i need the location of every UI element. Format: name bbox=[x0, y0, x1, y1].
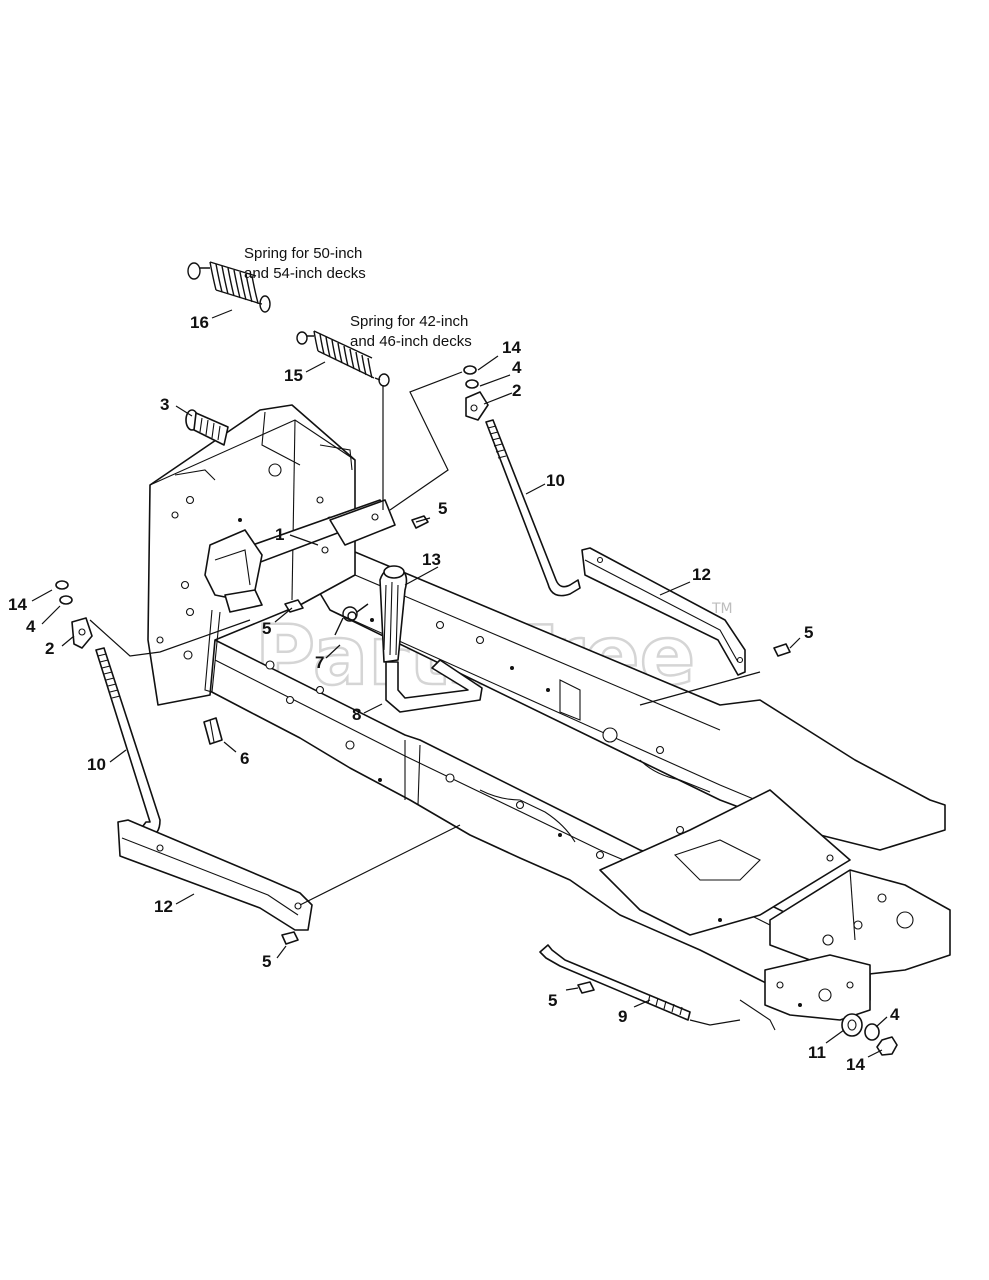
clevis-pins bbox=[281, 515, 791, 994]
spring-large-note-line1: Spring for 50-inch bbox=[244, 245, 362, 262]
part-8-lift-lever bbox=[385, 659, 483, 713]
callout-16: 16 bbox=[190, 313, 209, 332]
callout-4-bottom: 4 bbox=[890, 1005, 900, 1024]
part-10-right-lift-rod bbox=[485, 419, 581, 597]
callout-8: 8 bbox=[352, 705, 361, 724]
part-15-spring-small bbox=[296, 330, 390, 387]
callout-3: 3 bbox=[160, 395, 169, 414]
part-12-right-lift-link bbox=[581, 547, 746, 676]
callout-5-top: 5 bbox=[438, 499, 447, 518]
callout-15: 15 bbox=[284, 366, 303, 385]
callout-13: 13 bbox=[422, 550, 441, 569]
part-10-left-lift-rod bbox=[95, 647, 161, 837]
callout-14-left: 14 bbox=[8, 595, 27, 614]
part-16-spring-large bbox=[187, 261, 271, 313]
part-6-bushing bbox=[203, 717, 223, 745]
spring-notes: Spring for 50-inch and 54-inch decks Spr… bbox=[244, 245, 472, 350]
callout-5-lower-left: 5 bbox=[262, 952, 271, 971]
callout-12-right: 12 bbox=[692, 565, 711, 584]
left-trunnion-hardware bbox=[55, 580, 93, 649]
callout-5-mid: 5 bbox=[262, 619, 271, 638]
callout-14-bottom: 14 bbox=[846, 1055, 865, 1074]
spring-large-note-line2: and 54-inch decks bbox=[244, 265, 366, 282]
callout-11: 11 bbox=[808, 1043, 826, 1062]
rear-frame-plate bbox=[599, 789, 951, 1031]
part-1-lift-shaft bbox=[204, 499, 396, 693]
callout-14-right: 14 bbox=[502, 338, 521, 357]
part-11-washer bbox=[841, 1013, 863, 1037]
callout-1: 1 bbox=[275, 525, 284, 544]
right-trunnion-hardware bbox=[463, 365, 489, 421]
callout-4-left: 4 bbox=[26, 617, 36, 636]
callout-10-right: 10 bbox=[546, 471, 565, 490]
callout-4-right: 4 bbox=[512, 358, 522, 377]
callout-7: 7 bbox=[315, 653, 324, 672]
callout-5-bottom: 5 bbox=[548, 991, 557, 1010]
callout-6: 6 bbox=[240, 749, 249, 768]
callout-9: 9 bbox=[618, 1007, 627, 1026]
part-9-rear-rod bbox=[539, 944, 691, 1021]
part-3-bolt bbox=[185, 409, 229, 446]
callout-5-right: 5 bbox=[804, 623, 813, 642]
part-13-handle-grip bbox=[379, 565, 408, 663]
leader-lines bbox=[31, 309, 888, 1058]
callout-2-right: 2 bbox=[512, 381, 521, 400]
callout-10-left: 10 bbox=[87, 755, 106, 774]
spring-small-note-line1: Spring for 42-inch bbox=[350, 313, 468, 330]
callout-numbers: 16 15 3 1 5 13 5 7 8 6 14 4 2 10 12 5 14… bbox=[8, 313, 900, 1074]
callout-12-left: 12 bbox=[154, 897, 173, 916]
part-7-torsion-spring bbox=[334, 603, 369, 636]
part-12-left-lift-link bbox=[117, 819, 313, 931]
spring-small-note-line2: and 46-inch decks bbox=[350, 333, 472, 350]
watermark-trademark: TM bbox=[711, 601, 733, 617]
callout-2-left: 2 bbox=[45, 639, 54, 658]
